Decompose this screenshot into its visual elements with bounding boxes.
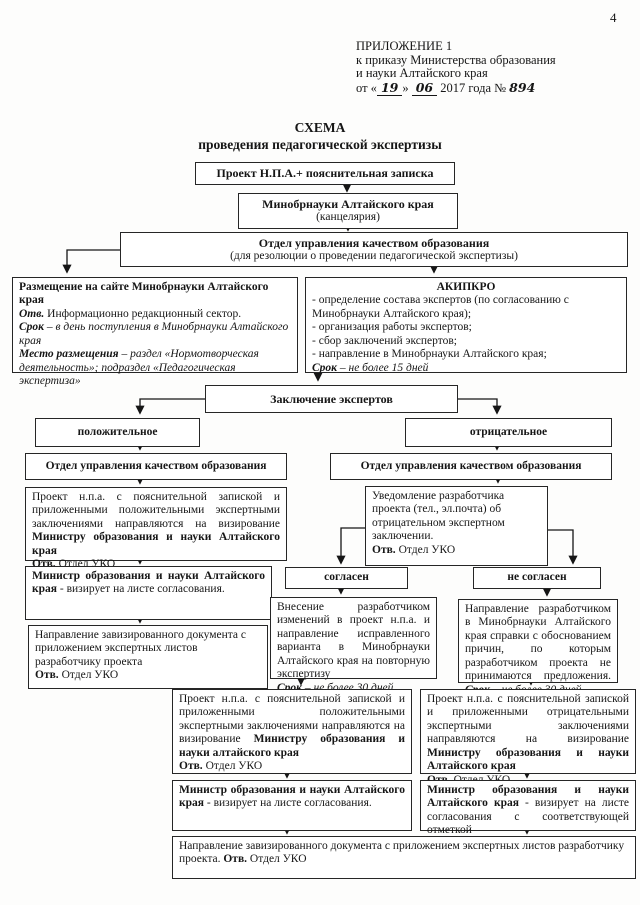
justification-text: Направление разработчиком в Минобрнауки … (465, 603, 611, 683)
date-prefix: от « (356, 80, 377, 95)
project-mid-text: Проект н.п.а. с пояснительной запиской и… (179, 693, 405, 746)
flow-box-project-right: Проект н.п.а. с пояснительной запиской и… (420, 689, 636, 786)
agree-label: согласен (324, 571, 369, 584)
site-term-label: Срок (19, 321, 44, 334)
scheme-title-line1: СХЕМА (294, 120, 346, 135)
date-suffix: 2017 года № (440, 80, 507, 95)
site-term-text: – в день поступления в Минобрнауки Алтай… (19, 321, 289, 347)
flow-box-agree: согласен (285, 567, 408, 589)
header-date-line: от «19» 06 2017 года № 894 (356, 79, 626, 96)
header-appendix: ПРИЛОЖЕНИЕ 1 (356, 39, 453, 53)
flow-box-minister-right: Министр образования и науки Алтайского к… (420, 780, 636, 836)
minister-mid-text: - визирует на листе согласования. (206, 797, 372, 810)
site-resp-text: Информационно редакционный сектор. (47, 307, 242, 320)
uko-resolution-line1: Отдел управления качеством образования (258, 235, 490, 250)
handwritten-day: 19 (376, 79, 403, 96)
page-number: 4 (610, 10, 617, 25)
project-positive-text: Проект н.п.а. с пояснительной запиской и… (32, 491, 280, 530)
resp-text: Отдел УКО (61, 669, 119, 682)
positive-label: положительное (77, 425, 158, 438)
flow-box-project-mid: Проект н.п.а. с пояснительной запиской и… (172, 689, 412, 774)
flow-box-positive: положительное (35, 418, 200, 447)
header-order-line1: к приказу Министерства образования (356, 52, 556, 67)
flow-box-uko-resolution: Отдел управления качеством образования (… (120, 232, 628, 267)
resp-label: Отв. (372, 543, 396, 556)
uko-left-label: Отдел управления качеством образования (45, 459, 267, 472)
resp-text: Отдел УКО (398, 543, 456, 556)
handwritten-number: 894 (509, 79, 536, 95)
flow-box-uko-left: Отдел управления качеством образования (25, 453, 287, 480)
minister-right-text: - визирует на листе согласования с соотв… (427, 797, 629, 837)
send-left-resp: Отв. Отдел УКО (35, 669, 261, 682)
date-infix: » (402, 80, 409, 95)
flow-box-notify: Уведомление разработчика проекта (тел., … (365, 486, 548, 566)
connector-conclusion-to-negative (458, 398, 502, 415)
akipkro-term-label: Срок (312, 361, 337, 374)
minister-left-bold: Министр образования и науки Алтайского к… (32, 570, 265, 596)
flow-box-project: Проект Н.П.А.+ пояснительная записка (195, 162, 455, 185)
resp-label: Отв. (179, 760, 203, 773)
site-resp-label: Отв. (19, 307, 45, 320)
project-label: Проект Н.П.А.+ пояснительная записка (216, 166, 434, 181)
resp-label: Отв. (35, 669, 59, 682)
disagree-label: не согласен (507, 571, 567, 584)
document-header: ПРИЛОЖЕНИЕ 1 к приказу Министерства обра… (356, 39, 626, 96)
flow-box-send-final: Направление завизированного документа с … (172, 836, 636, 879)
resp-label: Отв. (223, 853, 248, 866)
ministry-line2: (канцелярия) (316, 211, 380, 224)
flow-box-site-placement: Размещение на сайте Минобрнауки Алтайско… (12, 277, 298, 387)
project-mid-bold: Министру образования и науки алтайского … (179, 733, 406, 759)
project-positive-bold: Министру образования и науки Алтайского … (32, 531, 280, 557)
akipkro-term-line: Срок – не более 15 дней (312, 362, 620, 375)
flow-box-minister-mid: Министр образования и науки Алтайского к… (172, 780, 412, 831)
notify-text: Уведомление разработчика проекта (тел., … (372, 490, 505, 543)
handwritten-month: 06 (411, 79, 438, 96)
flow-box-conclusion: Заключение экспертов (205, 385, 458, 413)
conclusion-label: Заключение экспертов (270, 391, 393, 406)
uko-resolution-line2: (для резолюции о проведении педагогическ… (230, 249, 518, 262)
send-left-text: Направление завизированного документа с … (35, 629, 247, 668)
flow-box-project-positive: Проект н.п.а. с пояснительной запиской и… (25, 487, 287, 570)
site-place-label: Место размещения (19, 348, 119, 361)
connector-notify-to-agree (336, 527, 365, 565)
akipkro-title: АКИПКРО (436, 281, 496, 293)
connector-uko-to-site (62, 249, 120, 274)
flow-box-akipkro: АКИПКРО - определение состава экспертов … (305, 277, 627, 375)
site-place-text: – раздел «Нормотворческая деятельность»;… (19, 348, 259, 388)
akipkro-item4: - направление в Минобрнауки Алтайского к… (312, 348, 547, 361)
resp-text: Отдел УКО (205, 760, 263, 773)
scheme-title: СХЕМА проведения педагогической эксперти… (0, 120, 640, 154)
site-title: Размещение на сайте Минобрнауки Алтайско… (19, 281, 269, 307)
send-final-text: Направление завизированного документа с … (179, 840, 625, 866)
minister-right-bold: Министр образования и науки Алтайского к… (427, 784, 629, 810)
connector-conclusion-to-positive (135, 398, 205, 415)
flow-box-negative: отрицательное (405, 418, 612, 447)
flow-box-send-left: Направление завизированного документа с … (28, 625, 268, 689)
negative-label: отрицательное (469, 425, 548, 438)
minister-left-text: - визирует на листе согласования. (59, 583, 225, 596)
flow-box-disagree: не согласен (473, 567, 601, 589)
project-right-text: Проект н.п.а. с пояснительной запиской и… (427, 693, 629, 746)
ministry-line1: Минобрнауки Алтайского края (262, 197, 434, 212)
header-order-line2: и науки Алтайского края (356, 66, 488, 80)
scheme-title-line2: проведения педагогической экспертизы (198, 136, 442, 152)
project-mid-resp: Отв. Отдел УКО (179, 760, 405, 773)
minister-mid-bold: Министр образования и науки Алтайского к… (179, 784, 405, 810)
uko-right-label: Отдел управления качеством образования (360, 459, 582, 472)
project-right-bold: Министру образования и науки Алтайского … (427, 746, 629, 773)
flow-box-minister-left: Министр образования и науки Алтайского к… (25, 566, 272, 620)
notify-resp: Отв. Отдел УКО (372, 544, 541, 557)
flow-box-justification: Направление разработчиком в Минобрнауки … (458, 599, 618, 696)
flow-box-amend: Внесение разработчиком изменений в проек… (270, 597, 437, 694)
akipkro-item3: - сбор заключений экспертов; (312, 334, 457, 347)
amend-text: Внесение разработчиком изменений в проек… (277, 601, 430, 681)
flow-box-ministry: Минобрнауки Алтайского края (канцелярия) (238, 193, 458, 229)
connector-notify-to-disagree (548, 529, 578, 565)
akipkro-item2: - организация работы экспертов; (312, 321, 472, 334)
akipkro-term-text: – не более 15 дней (339, 361, 429, 374)
flow-box-uko-right: Отдел управления качеством образования (330, 453, 612, 480)
akipkro-item1: - определение состава экспертов (по согл… (312, 294, 569, 320)
resp-text: Отдел УКО (249, 853, 307, 866)
